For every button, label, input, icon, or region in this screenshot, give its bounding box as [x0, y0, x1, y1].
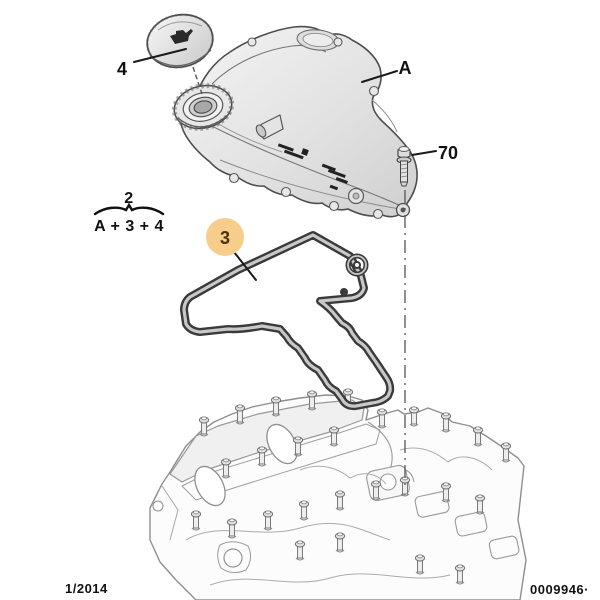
leader-line-cap: [133, 48, 187, 63]
formula-overbrace: [93, 202, 165, 216]
cover-engraved-marks: [277, 143, 348, 191]
formula-numerator: 2: [124, 190, 133, 207]
part-gasket: [180, 231, 395, 411]
footer-date: 1/2014: [65, 581, 108, 596]
label-gasket: 3: [220, 228, 230, 248]
label-bolt: 70: [438, 143, 458, 163]
label-cap: 4: [117, 59, 127, 79]
bolt-70: [396, 146, 412, 187]
formula-denominator: A + 3 + 4: [94, 218, 164, 235]
gasket-highlight-circle: [206, 218, 244, 256]
cap-alignment-dashed-line: [192, 66, 203, 95]
leader-line-bolt: [411, 150, 437, 156]
oil-can-icon: [170, 29, 193, 44]
leader-lines: [133, 48, 437, 281]
label-cover: A: [399, 58, 412, 78]
leader-line-cover: [361, 70, 398, 83]
callout-labels: 4 A 70 3: [117, 58, 458, 256]
assembly-formula: 2 A + 3 + 4: [93, 190, 165, 235]
footer-part-number: 0009946·: [530, 582, 589, 597]
valve-cover: [171, 25, 418, 220]
oil-filler-neck: [171, 83, 235, 131]
cover-breather-spout: [255, 114, 284, 140]
engine-block: [149, 388, 527, 600]
leader-line-gasket: [233, 251, 257, 281]
